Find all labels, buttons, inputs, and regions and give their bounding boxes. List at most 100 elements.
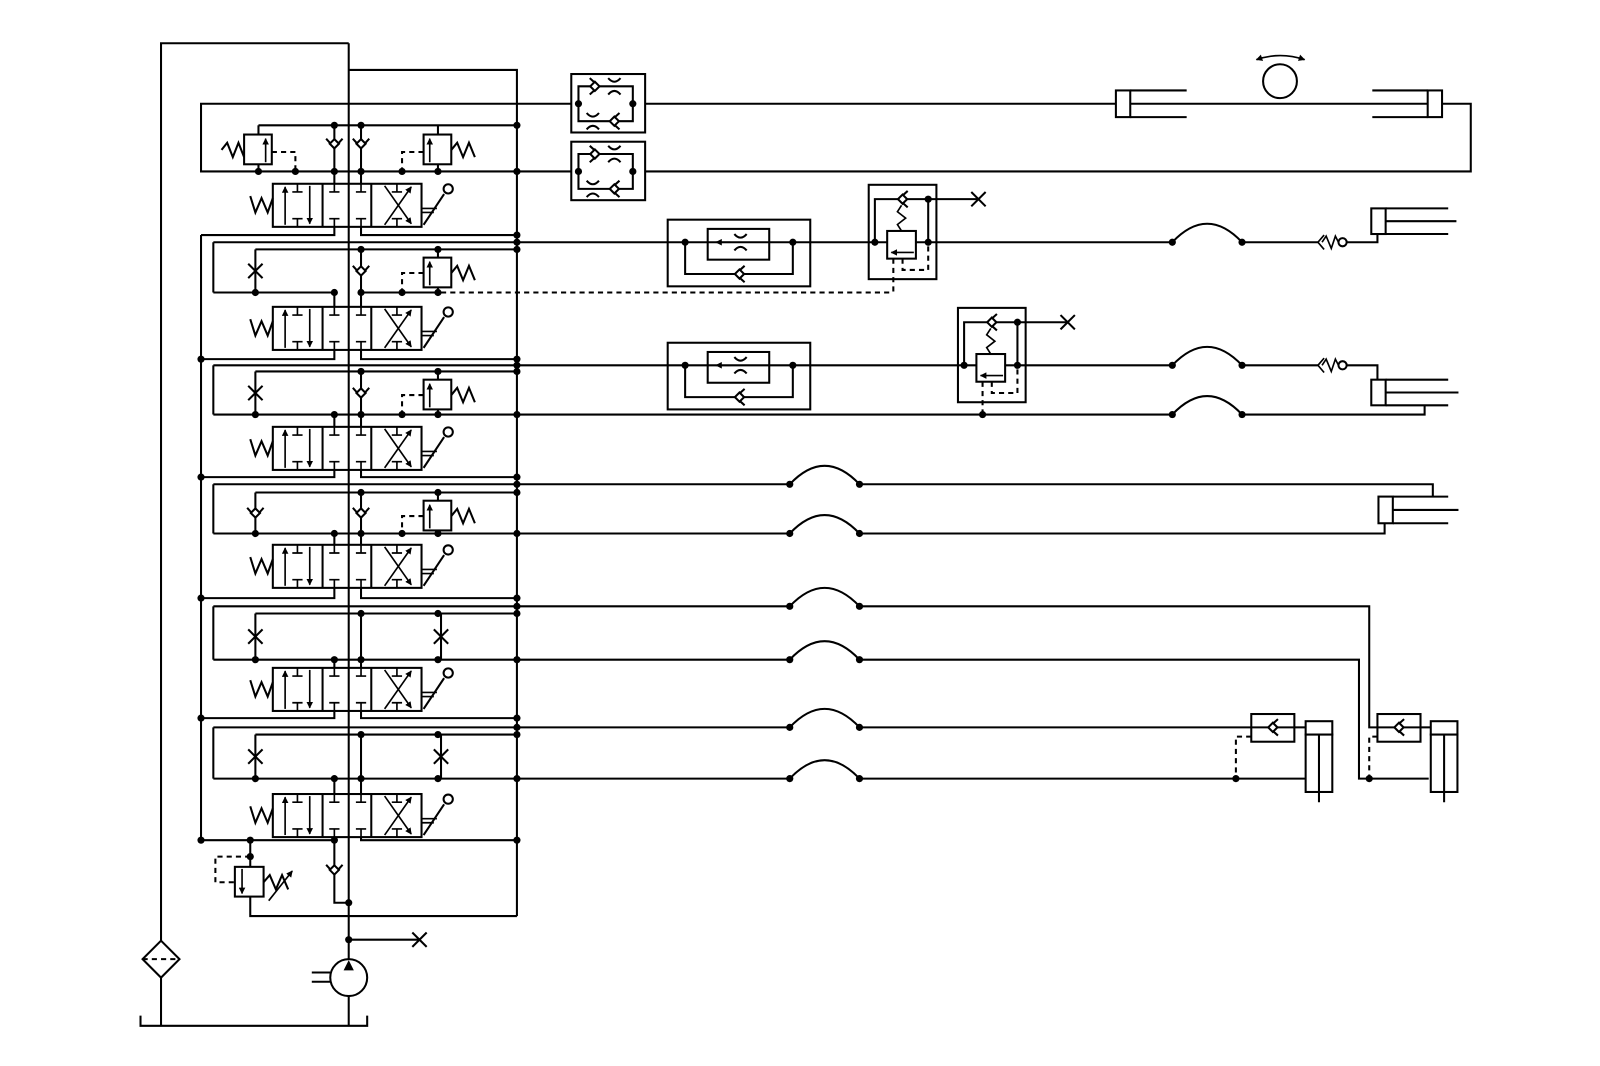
directional-valve-body [271,182,423,228]
spring-icon [985,327,997,355]
blocked-port-icon [292,426,303,436]
hand-lever-icon [422,803,445,836]
relief-valve-body [243,133,273,166]
check-seat [352,137,370,145]
junction-dot [197,714,205,722]
junction-dot [513,367,521,376]
flow-control-block [666,341,812,411]
junction-dot [786,602,794,610]
check-ball [985,316,998,329]
junction-dot [574,167,583,176]
pilot-line [271,150,297,172]
pilot-line [401,394,424,415]
junction-dot [786,775,794,783]
junction-dot [434,656,442,664]
blocked-port-icon [355,544,367,554]
junction-dot [251,656,259,664]
hydraulic-line [859,658,1429,780]
junction-dot [357,609,365,618]
junction-dot [434,410,442,419]
hand-lever-knob-icon [442,667,454,679]
hydraulic-line [201,226,336,237]
check-valve-icon [733,265,746,283]
cylinder-barrel [1385,207,1449,236]
hand-lever-icon [422,316,445,349]
hand-lever-knob-icon [442,306,454,318]
junction-dot [786,723,794,731]
junction-dot [398,288,406,297]
cylinder-piston [1426,89,1444,119]
hydraulic-line [645,102,1472,173]
blocked-port-icon [329,306,340,316]
hand-lever-icon [422,436,445,469]
counterbalance-block [956,306,1027,404]
blocked-port-icon [292,306,303,316]
blocked-port-icon [391,426,403,436]
blocked-port-icon [355,667,367,677]
check-seat [613,112,621,131]
junction-dot [197,594,205,602]
blocked-port-icon [355,306,367,316]
junction-dot [330,288,338,297]
junction-dot [291,167,299,176]
junction-dot [786,480,794,488]
junction-dot [434,288,442,297]
hydraulic-line [1346,364,1379,380]
junction-dot [1168,361,1176,369]
hydraulic-line [577,152,634,190]
cross-flow-arrow-icon [383,546,412,586]
cross-plug-icon [970,191,987,208]
junction-dot [513,121,521,129]
check-ball [328,863,341,876]
check-valve-icon [588,145,601,163]
hydraulic-line [359,837,517,842]
pump-direction-triangle-icon [343,960,354,971]
hand-lever-icon [422,677,445,710]
junction-dot [251,288,259,297]
check-valve-icon [608,112,621,131]
cylinder-piston [1370,378,1387,407]
relief-valve-body [422,499,453,532]
blocked-port-icon [292,667,303,677]
tank-return-line [160,42,349,941]
blocked-port-icon [391,701,403,711]
junction-dot [871,238,879,246]
blocked-port-icon [391,667,403,677]
hydraulic-line [201,837,336,842]
blocked-port-icon [355,183,367,193]
hand-lever-knob-icon [442,793,454,805]
valve-return-spring-icon [249,805,274,826]
check-seat [1272,718,1279,737]
cross-flow-arrow-icon [383,185,412,225]
junction-dot [398,529,406,538]
junction-dot [357,367,365,376]
check-seat [352,507,370,514]
cylinder-barrel [1385,378,1449,407]
cylinder-piston [1370,207,1387,236]
blocked-port-icon [355,217,367,227]
pilot-line [401,515,424,534]
junction-dot [434,730,442,739]
check-valve-icon [896,190,909,209]
junction-dot [434,167,442,176]
blocked-port-icon [355,426,367,436]
check-ball [733,267,746,281]
junction-dot [398,410,406,419]
relief-valve-body [886,229,917,260]
blocked-port-icon [355,794,367,804]
hydraulic-line [859,483,1434,497]
hand-lever-knob-icon [442,426,454,438]
blocked-port-icon [329,426,340,436]
valve-return-spring-icon [249,195,274,216]
adjustable-arrow-icon [268,870,293,902]
junction-dot [513,245,521,253]
hydraulic-line [577,85,634,123]
valve-return-spring-icon [249,679,274,700]
orifice-icon [585,179,600,198]
relief-spring-icon [220,139,246,160]
blocked-port-icon [329,183,340,193]
hose-bridge-arc [788,759,861,780]
check-seat [991,313,998,332]
junction-dot [197,473,205,481]
